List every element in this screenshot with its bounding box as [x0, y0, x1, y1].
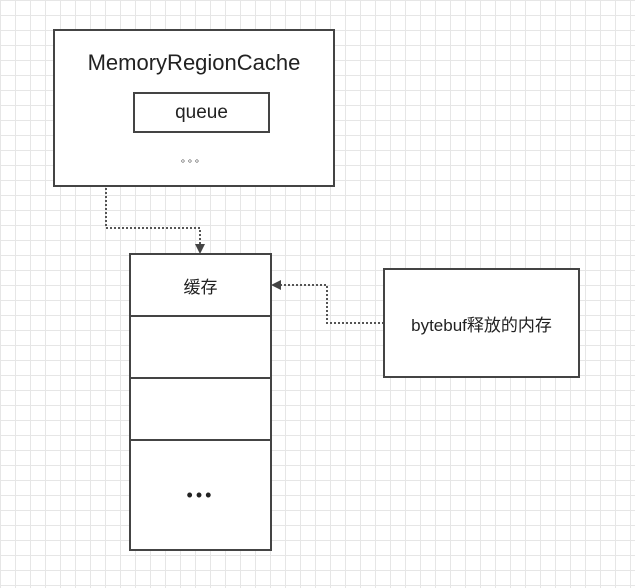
memory-region-cache-ellipsis: 。。。: [181, 154, 207, 165]
queue-label: queue: [175, 101, 228, 123]
cache-header-label: 缓存: [183, 277, 218, 297]
queue-box: queue: [133, 92, 270, 133]
cache-stack: 缓存 •••: [129, 253, 272, 551]
cache-stack-remaining: •••: [129, 439, 272, 551]
cache-slot: [129, 377, 272, 441]
memory-region-cache-box: MemoryRegionCache queue 。。。: [53, 29, 335, 187]
cache-stack-header: 缓存: [129, 253, 272, 317]
released-memory-label: bytebuf释放的内存: [411, 315, 552, 335]
cache-slot: [129, 315, 272, 379]
released-to-cache-connector: [271, 280, 384, 324]
released-memory-box: bytebuf释放的内存: [383, 268, 580, 378]
cache-stack-ellipsis: •••: [186, 484, 215, 505]
memory-region-cache-title: MemoryRegionCache: [87, 50, 301, 75]
